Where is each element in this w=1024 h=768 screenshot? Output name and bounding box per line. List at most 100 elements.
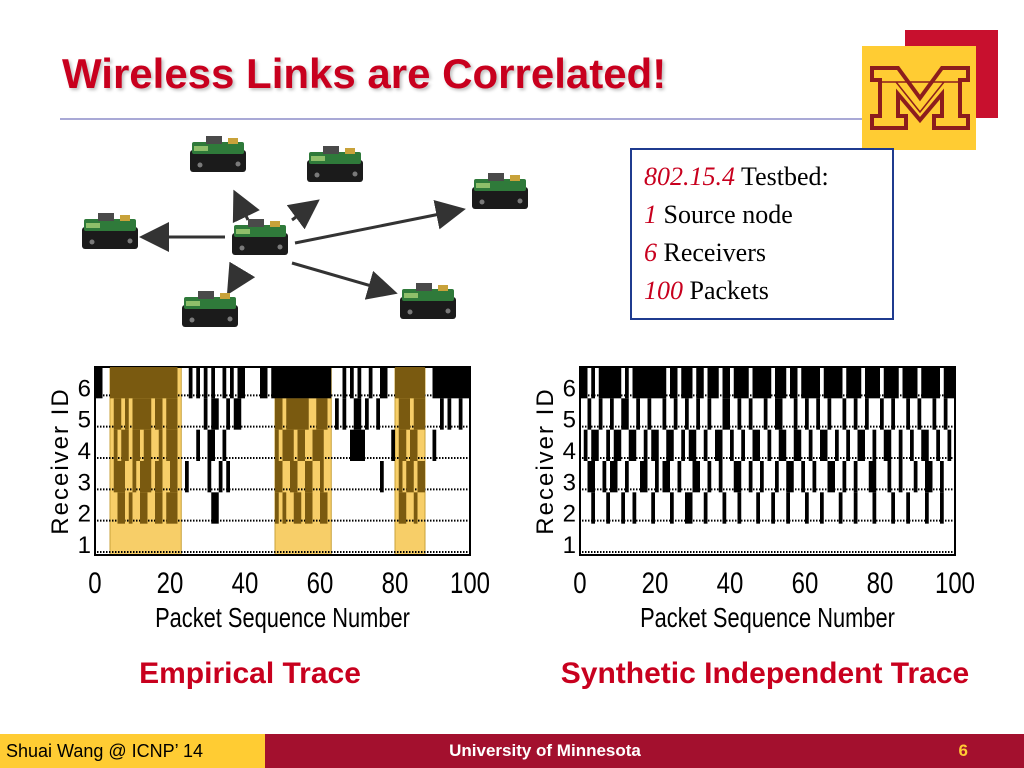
reception-mark [673, 398, 678, 430]
reception-mark [580, 367, 588, 399]
reception-mark [707, 461, 712, 493]
reception-mark [293, 492, 302, 524]
reception-mark [587, 461, 595, 493]
reception-mark [342, 367, 347, 399]
reception-mark [591, 492, 595, 524]
y-tick-label: 2 [78, 501, 91, 528]
x-axis-label: Packet Sequence Number [155, 602, 410, 633]
reception-mark [943, 398, 948, 430]
reception-mark [883, 429, 892, 461]
reception-mark [185, 461, 189, 493]
reception-mark [222, 367, 227, 399]
reception-mark [775, 461, 779, 493]
reception-mark [760, 461, 764, 493]
x-tick-label: 100 [935, 565, 975, 599]
reception-mark [842, 461, 847, 493]
reception-mark [910, 429, 914, 461]
reception-mark [820, 429, 828, 461]
reception-mark [410, 429, 418, 461]
reception-mark [226, 398, 230, 430]
reception-mark [432, 429, 437, 461]
reception-mark [812, 461, 817, 493]
reception-mark [722, 398, 730, 430]
reception-mark [398, 398, 410, 430]
x-tick-label: 40 [717, 565, 744, 599]
reception-mark [752, 367, 772, 399]
reception-mark [282, 429, 294, 461]
reception-mark [188, 367, 193, 399]
x-tick-label: 100 [450, 565, 490, 599]
reception-mark [685, 492, 693, 524]
reception-mark [748, 398, 753, 430]
page-number: 6 [958, 741, 968, 760]
reception-mark [793, 398, 798, 430]
reception-mark [613, 429, 622, 461]
reception-mark [805, 492, 809, 524]
reception-mark [703, 492, 708, 524]
y-tick-label: 4 [78, 438, 91, 465]
reception-mark [207, 429, 215, 461]
footer-author: Shuai Wang @ ICNP’ 14 [0, 734, 265, 768]
reception-mark [320, 461, 324, 493]
reception-mark [196, 367, 200, 399]
reception-mark [643, 429, 648, 461]
reception-mark [166, 398, 178, 430]
reception-mark [940, 492, 944, 524]
y-tick-label: 6 [78, 375, 91, 402]
reception-mark [737, 398, 742, 430]
reception-mark [170, 461, 178, 493]
reception-mark [853, 461, 858, 493]
reception-mark [275, 492, 279, 524]
reception-mark [917, 398, 922, 430]
reception-mark [692, 461, 700, 493]
x-tick-label: 0 [88, 565, 101, 599]
reception-mark [602, 461, 607, 493]
reception-mark [670, 492, 674, 524]
slide-title: Wireless Links are Correlated! [62, 50, 667, 97]
reception-mark [591, 429, 599, 461]
reception-mark [718, 461, 723, 493]
reception-mark [305, 461, 313, 493]
reception-mark [350, 429, 365, 461]
reception-mark [406, 461, 414, 493]
reception-mark [756, 492, 760, 524]
reception-mark [290, 461, 298, 493]
reception-mark [771, 492, 775, 524]
reception-mark [925, 461, 933, 493]
reception-mark [350, 367, 354, 399]
reception-mark [398, 429, 407, 461]
reception-mark [872, 429, 877, 461]
reception-mark [113, 398, 122, 430]
reception-mark [237, 367, 245, 399]
reception-mark [707, 367, 719, 399]
reception-mark [132, 461, 137, 493]
reception-mark [696, 398, 700, 430]
reception-mark [417, 461, 425, 493]
reception-mark [398, 492, 407, 524]
reception-mark [140, 461, 152, 493]
reception-mark [583, 429, 588, 461]
testbed-value: 802.15.4 [644, 162, 735, 191]
empirical-trace-caption: Empirical Trace [139, 657, 361, 690]
reception-mark [128, 492, 133, 524]
reception-mark [380, 367, 388, 399]
reception-mark [625, 461, 629, 493]
reception-mark [606, 429, 610, 461]
reception-mark [921, 429, 929, 461]
testbed-line-2: 6 Receivers [644, 234, 892, 272]
reception-mark [275, 461, 283, 493]
sensor-node-icon [190, 136, 246, 172]
reception-mark [271, 367, 332, 399]
reception-mark [891, 492, 895, 524]
testbed-line-3: 100 Packets [644, 272, 892, 310]
y-tick-label: 5 [563, 407, 576, 434]
reception-mark [636, 398, 640, 430]
reception-mark [655, 461, 659, 493]
reception-mark [737, 492, 742, 524]
reception-mark [752, 429, 760, 461]
reception-mark [906, 398, 910, 430]
title-divider [60, 118, 890, 120]
testbed-value: 100 [644, 276, 683, 305]
reception-mark [316, 398, 328, 430]
